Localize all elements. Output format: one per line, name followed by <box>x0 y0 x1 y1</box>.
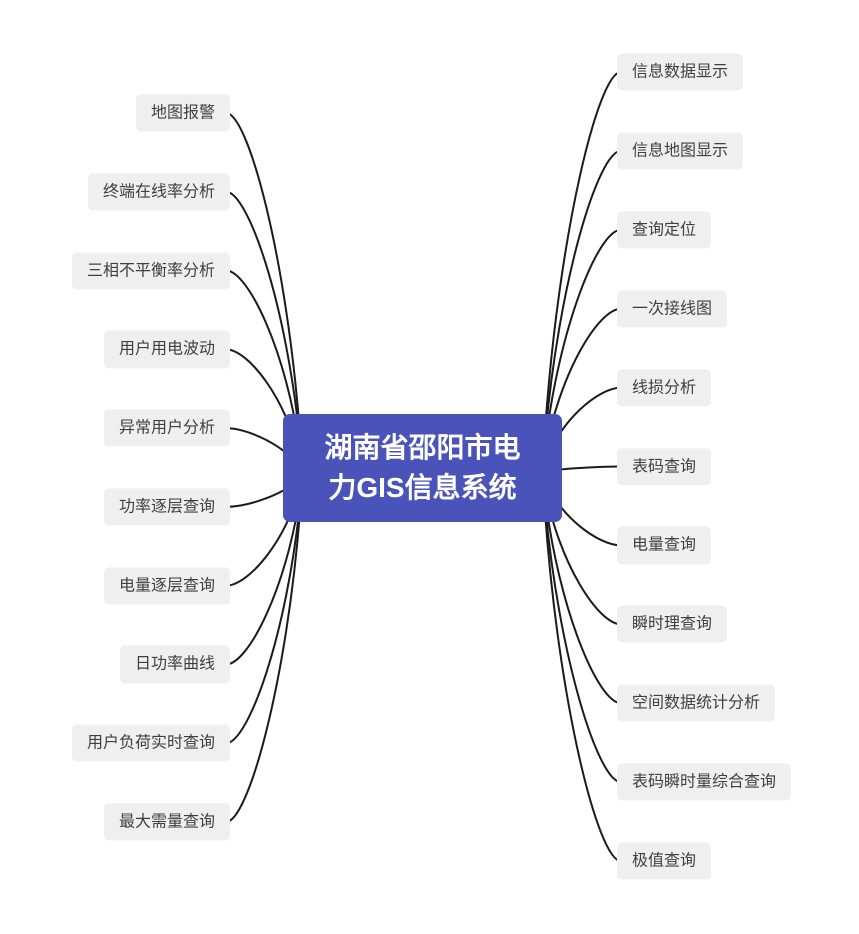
connector-path <box>544 71 622 432</box>
branch-node[interactable]: 信息数据显示 <box>617 53 744 91</box>
branch-node[interactable]: 查询定位 <box>617 211 712 249</box>
branch-node[interactable]: 一次接线图 <box>617 290 728 328</box>
connector-path <box>225 112 301 435</box>
connector-path <box>544 149 622 441</box>
root-node[interactable]: 湖南省邵阳市电力GIS信息系统 <box>283 414 562 522</box>
branch-node[interactable]: 最大需量查询 <box>103 803 230 841</box>
connector-path <box>225 502 301 745</box>
branch-node[interactable]: 表码查询 <box>617 447 712 486</box>
connector-path <box>225 511 301 824</box>
branch-node[interactable]: 功率逐层查询 <box>103 488 230 526</box>
connector-path <box>225 190 301 444</box>
connector-path <box>544 511 622 862</box>
branch-node[interactable]: 线损分析 <box>617 369 712 407</box>
branch-node[interactable]: 空间数据统计分析 <box>617 684 776 722</box>
branch-node[interactable]: 三相不平衡率分析 <box>71 251 230 290</box>
connector-path <box>225 493 301 666</box>
branch-node[interactable]: 瞬时理查询 <box>617 605 728 643</box>
branch-node[interactable]: 电量逐层查询 <box>103 567 230 605</box>
root-node-label: 湖南省邵阳市电力GIS信息系统 <box>324 432 521 503</box>
branch-node[interactable]: 日功率曲线 <box>119 645 230 684</box>
connector-path <box>544 502 622 784</box>
branch-node[interactable]: 表码瞬时量综合查询 <box>617 763 792 801</box>
branch-node[interactable]: 地图报警 <box>135 94 230 132</box>
branch-node[interactable]: 用户负荷实时查询 <box>71 724 230 762</box>
branch-node[interactable]: 异常用户分析 <box>103 409 230 447</box>
branch-node[interactable]: 终端在线率分析 <box>87 173 230 211</box>
connector-path <box>544 228 622 449</box>
branch-node[interactable]: 极值查询 <box>617 842 712 880</box>
branch-node[interactable]: 电量查询 <box>617 526 712 564</box>
connector-path <box>544 494 622 705</box>
branch-node[interactable]: 信息地图显示 <box>617 132 744 170</box>
branch-node[interactable]: 用户用电波动 <box>103 330 230 368</box>
